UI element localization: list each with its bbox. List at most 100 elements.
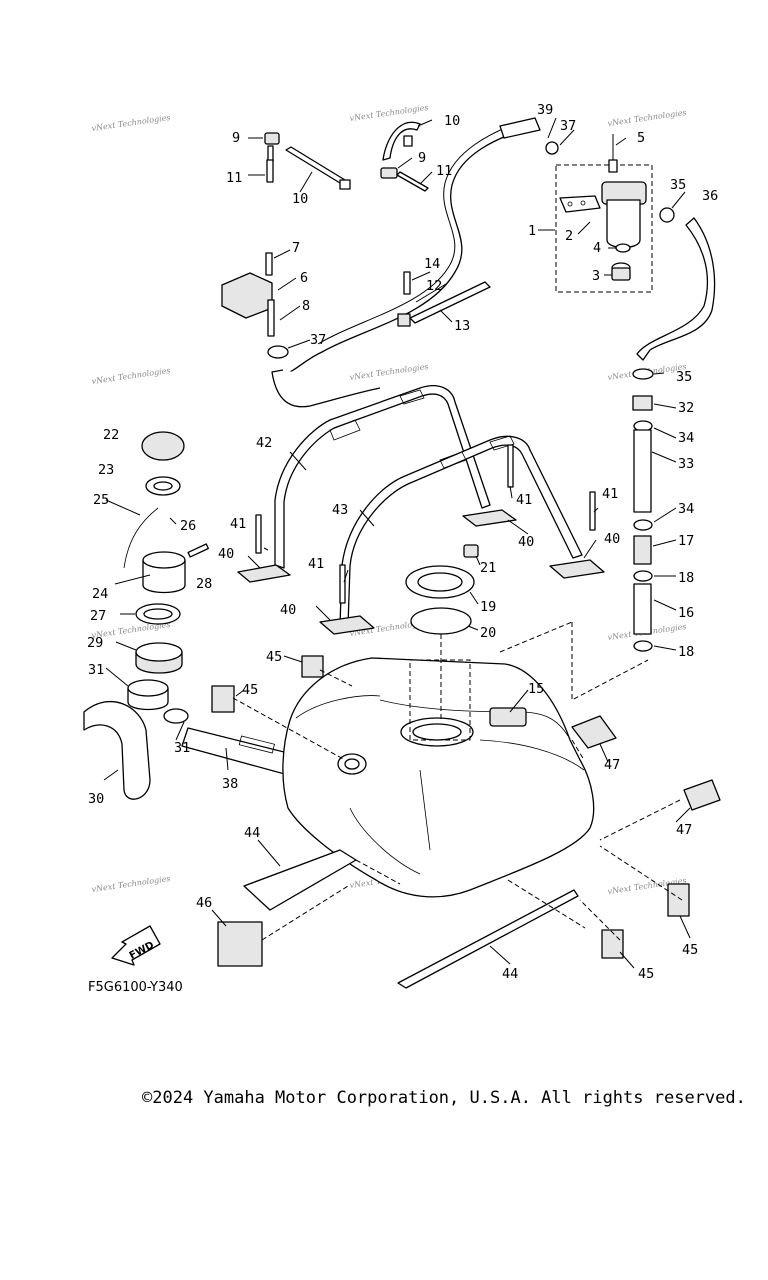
callout-41b: 41	[308, 556, 324, 572]
callout-5: 5	[637, 130, 645, 146]
bracket-40a	[237, 564, 291, 583]
callout-6: 6	[300, 270, 308, 286]
callout-10: 10	[292, 191, 308, 207]
callout-40c: 40	[604, 531, 620, 547]
bracket-40c	[549, 559, 605, 579]
callout-28: 28	[196, 576, 212, 592]
callout-12: 12	[426, 278, 442, 294]
clamp-assembly-left	[264, 132, 351, 190]
filler-neck-parts	[83, 431, 301, 800]
callout-20: 20	[480, 625, 496, 641]
callouts: 1 2 3 4 5 6 7 8 9 9 10 10 11 11 12 13 14…	[87, 102, 718, 982]
callout-41d: 41	[602, 486, 618, 502]
callout-27: 27	[90, 608, 106, 624]
callout-34: 34	[678, 430, 694, 446]
callout-40b: 40	[518, 534, 534, 550]
watermark: vNext Technologies	[91, 874, 171, 894]
callout-45d: 45	[682, 942, 698, 958]
parts-diagram: vNext Technologies vNext Technologies vN…	[83, 102, 721, 995]
fuel-tank	[282, 657, 595, 898]
watermark: vNext Technologies	[91, 113, 171, 133]
callout-7: 7	[292, 240, 300, 256]
pad-45c	[601, 929, 624, 959]
drawing-code: F5G6100-Y340	[88, 980, 183, 995]
fwd-arrow: FWD	[111, 925, 161, 966]
callout-33: 33	[678, 456, 694, 472]
callout-44b: 44	[502, 966, 518, 982]
pad-45b	[211, 685, 235, 713]
pump-flange	[405, 544, 479, 635]
strip-44a	[243, 849, 357, 911]
callout-31: 31	[88, 662, 104, 678]
tank-straps	[274, 385, 583, 627]
callout-3: 3	[592, 268, 600, 284]
callout-2: 2	[565, 228, 573, 244]
callout-26: 26	[180, 518, 196, 534]
callout-40d: 40	[280, 602, 296, 618]
callout-11b: 11	[436, 163, 452, 179]
callout-19: 19	[480, 599, 496, 615]
callout-9b: 9	[418, 150, 426, 166]
callout-25: 25	[93, 492, 109, 508]
callout-47: 47	[604, 757, 620, 773]
callout-42: 42	[256, 435, 272, 451]
callout-16: 16	[678, 605, 694, 621]
callout-1: 1	[528, 223, 536, 239]
callout-36: 36	[702, 188, 718, 204]
clamp-assembly-center	[380, 121, 429, 192]
callout-34b: 34	[678, 501, 694, 517]
callout-37: 37	[560, 118, 576, 134]
watermark: vNext Technologies	[91, 366, 171, 386]
callout-40: 40	[218, 546, 234, 562]
callout-21: 21	[480, 560, 496, 576]
pad-45a	[301, 655, 324, 678]
callout-37b: 37	[310, 332, 326, 348]
callout-30: 30	[88, 791, 104, 807]
callout-35: 35	[670, 177, 686, 193]
callout-29: 29	[87, 635, 103, 651]
callout-4: 4	[593, 240, 601, 256]
pad-47b	[683, 779, 721, 811]
callout-45b: 45	[242, 682, 258, 698]
copyright-notice: ©2024 Yamaha Motor Corporation, U.S.A. A…	[142, 1088, 746, 1108]
callout-46: 46	[196, 895, 212, 911]
watermark: vNext Technologies	[349, 103, 429, 123]
callout-41c: 41	[516, 492, 532, 508]
callout-24: 24	[92, 586, 108, 602]
callout-31b: 31	[174, 740, 190, 756]
bracket-40d	[319, 615, 375, 635]
callout-8: 8	[302, 298, 310, 314]
callout-15: 15	[528, 681, 544, 697]
callout-13: 13	[454, 318, 470, 334]
strip-44b	[397, 889, 579, 989]
bracket-40b	[462, 509, 517, 527]
callout-11: 11	[226, 170, 242, 186]
pipe-assembly-right	[632, 368, 654, 652]
callout-9: 9	[232, 130, 240, 146]
callout-23: 23	[98, 462, 114, 478]
callout-35b: 35	[676, 369, 692, 385]
watermark: vNext Technologies	[607, 108, 687, 128]
callout-41: 41	[230, 516, 246, 532]
cable-tie	[397, 271, 491, 327]
callout-44: 44	[244, 825, 260, 841]
watermark: vNext Technologies	[349, 362, 429, 382]
callout-45c: 45	[638, 966, 654, 982]
callout-32: 32	[678, 400, 694, 416]
pad-45d	[667, 883, 690, 917]
callout-18b: 18	[678, 644, 694, 660]
callout-22: 22	[103, 427, 119, 443]
sender-assembly	[221, 252, 289, 359]
callout-45: 45	[266, 649, 282, 665]
callout-14: 14	[424, 256, 440, 272]
callout-17: 17	[678, 533, 694, 549]
fuel-filter-assembly	[545, 134, 675, 293]
callout-10b: 10	[444, 113, 460, 129]
callout-47b: 47	[676, 822, 692, 838]
callout-39: 39	[537, 102, 553, 118]
callout-43: 43	[332, 502, 348, 518]
leader-lines	[103, 117, 691, 969]
pad-46	[217, 921, 263, 967]
callout-38: 38	[222, 776, 238, 792]
callout-18: 18	[678, 570, 694, 586]
